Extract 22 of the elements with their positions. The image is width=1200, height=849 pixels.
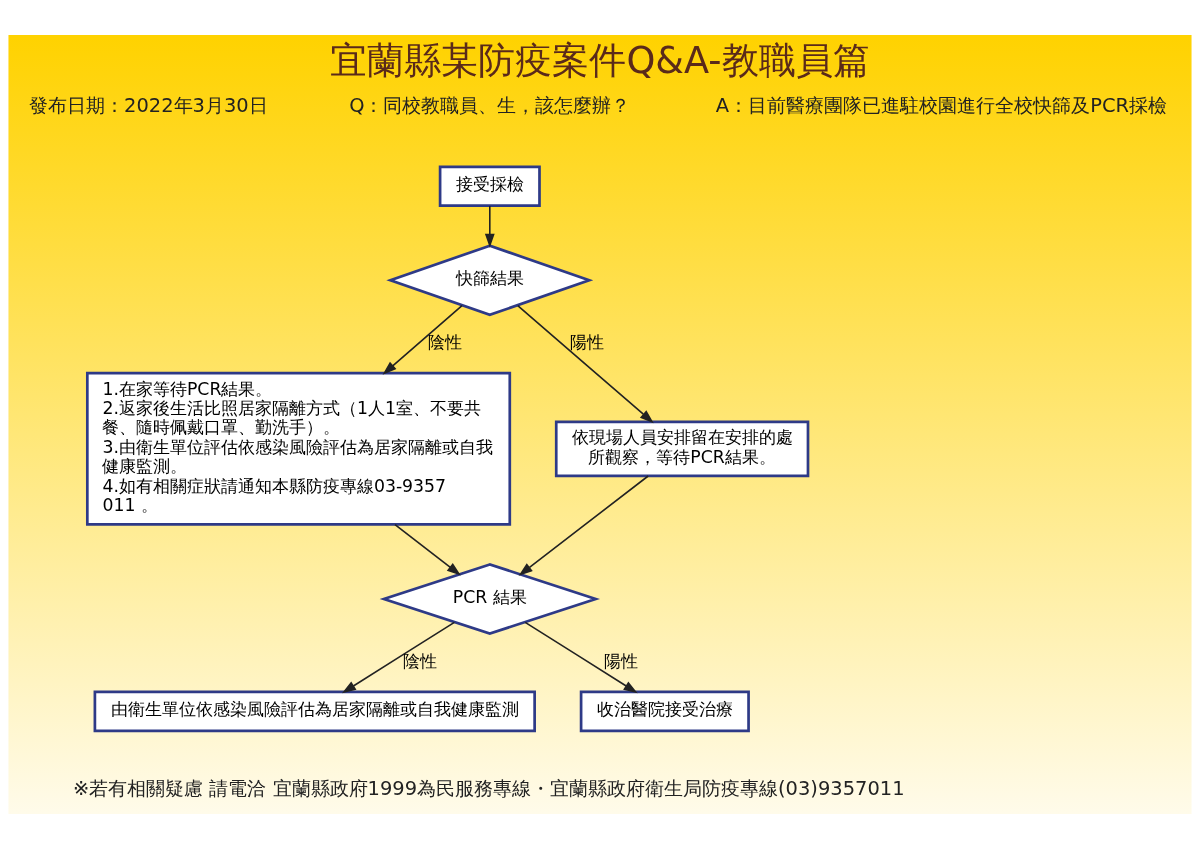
diagram-title: 宜蘭縣某防疫案件Q&A-教職員篇 <box>330 39 870 83</box>
edge-label: 陰性 <box>428 332 463 353</box>
arrow <box>382 304 463 375</box>
label: A：目前醫療團隊已進駐校園進行全校快篩及PCR採檢 <box>715 94 1167 118</box>
arrow <box>394 523 461 576</box>
node-box: 收治醫院接受治療 <box>579 690 750 733</box>
label: ※若有相關疑慮 請電洽 宜蘭縣政府1999為民服務專線・宜蘭縣政府衛生局防疫專線(03)9357011 <box>72 776 905 800</box>
node-diamond: 快篩結果 <box>386 244 594 317</box>
label: 發布日期：2022年3月30日 <box>29 94 268 118</box>
edge-label: 陽性 <box>570 332 605 353</box>
node-box: 1.在家等待PCR結果。 2.返家後生活比照居家隔離方式（1人1室、不要共餐、隨時佩戴口罩、勤洗手）。 3.由衛生單位評估依感染風險評估為居家隔離或自我健康監測。 4.如有相關症狀請通知本縣防疫專線03-9357011 。 <box>86 371 512 526</box>
label: Q：同校教職員、生，該怎麼辦？ <box>349 94 631 118</box>
edge-label: 陽性 <box>603 650 638 671</box>
edge-label: 陰性 <box>402 650 437 671</box>
arrow <box>524 621 638 694</box>
arrow <box>484 205 495 248</box>
arrow <box>516 304 654 424</box>
node-box: 接受採檢 <box>438 165 541 208</box>
node-box: 由衛生單位依感染風險評估為居家隔離或自我健康監測 <box>93 690 536 733</box>
arrow <box>518 475 649 576</box>
node-box: 依現場人員安排留在安排的處所觀察，等待PCR結果。 <box>554 420 810 478</box>
arrow <box>341 621 456 694</box>
